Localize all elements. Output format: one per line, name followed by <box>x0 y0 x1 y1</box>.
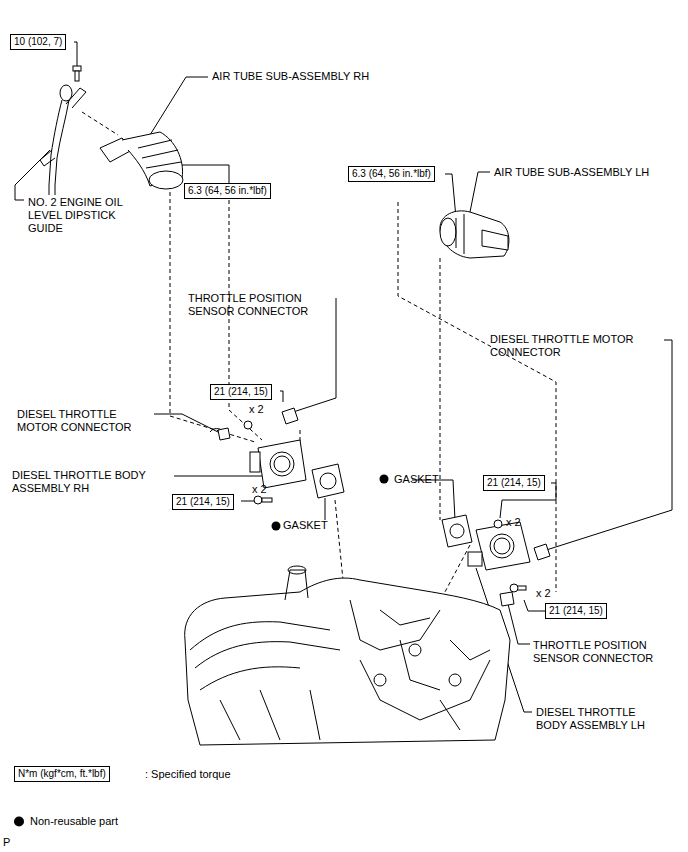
part-label: DIESEL THROTTLE BODY ASSEMBLY RH <box>12 469 172 495</box>
torque-box: 21 (214, 15) <box>483 475 545 491</box>
torque-box: 21 (214, 15) <box>172 494 234 510</box>
leader-line <box>470 172 490 212</box>
torque-value: 21 (214, 15) <box>176 496 230 507</box>
part-label: x 2 <box>506 516 521 529</box>
part-label: x 2 <box>536 587 551 600</box>
torque-value: 21 (214, 15) <box>214 386 268 397</box>
torque-box: 21 (214, 15) <box>545 603 607 619</box>
part-label: THROTTLE POSITION SENSOR CONNECTOR <box>533 639 673 665</box>
torque-box: N*m (kgf*cm, ft.*lbf) <box>14 766 110 782</box>
leader-line <box>540 340 672 552</box>
part-label: P <box>3 836 10 849</box>
non-reusable-mark <box>272 522 281 531</box>
part-label: x 2 <box>252 483 267 496</box>
leader-line <box>325 498 326 520</box>
leader-line <box>174 476 262 477</box>
legend-text: Non-reusable part <box>30 815 118 827</box>
leader-line <box>15 150 50 200</box>
leader-line <box>180 165 229 183</box>
leader-line <box>150 77 208 135</box>
part-label: AIR TUBE SUB-ASSEMBLY LH <box>494 166 649 179</box>
torque-box: 10 (102, 7) <box>10 34 66 50</box>
leader-line <box>412 480 455 520</box>
leader-line <box>241 501 254 502</box>
torque-value: 10 (102, 7) <box>14 36 62 47</box>
part-label: AIR TUBE SUB-ASSEMBLY RH <box>212 70 369 83</box>
non-reusable-mark <box>380 475 389 484</box>
leader-line <box>508 604 530 644</box>
leader-line <box>280 391 283 402</box>
torque-value: 21 (214, 15) <box>487 477 541 488</box>
torque-box: 6.3 (64, 56 in.*lbf) <box>348 166 435 182</box>
part-label: GASKET <box>283 519 328 532</box>
torque-value: 21 (214, 15) <box>549 605 603 616</box>
leader-line <box>74 42 77 66</box>
legend-text: : Specified torque <box>145 768 231 780</box>
torque-value: N*m (kgf*cm, ft.*lbf) <box>18 768 106 779</box>
legend-dot <box>14 817 24 827</box>
part-label: GASKET <box>394 473 439 486</box>
legend-entry: : Specified torque <box>145 768 231 781</box>
leader-line <box>154 414 218 432</box>
part-label: NO. 2 ENGINE OIL LEVEL DIPSTICK GUIDE <box>28 196 136 235</box>
leader-line <box>524 600 545 611</box>
part-label: DIESEL THROTTLE MOTOR CONNECTOR <box>17 408 157 434</box>
legend-entry: Non-reusable part <box>30 815 118 828</box>
torque-value: 6.3 (64, 56 in.*lbf) <box>188 185 267 196</box>
part-label: THROTTLE POSITION SENSOR CONNECTOR <box>188 292 328 318</box>
torque-box: 6.3 (64, 56 in.*lbf) <box>184 183 271 199</box>
part-label: DIESEL THROTTLE MOTOR CONNECTOR <box>490 333 662 359</box>
torque-box: 21 (214, 15) <box>210 384 272 400</box>
part-label: DIESEL THROTTLE BODY ASSEMBLY LH <box>536 706 651 732</box>
torque-value: 6.3 (64, 56 in.*lbf) <box>352 168 431 179</box>
part-label: x 2 <box>249 403 264 416</box>
